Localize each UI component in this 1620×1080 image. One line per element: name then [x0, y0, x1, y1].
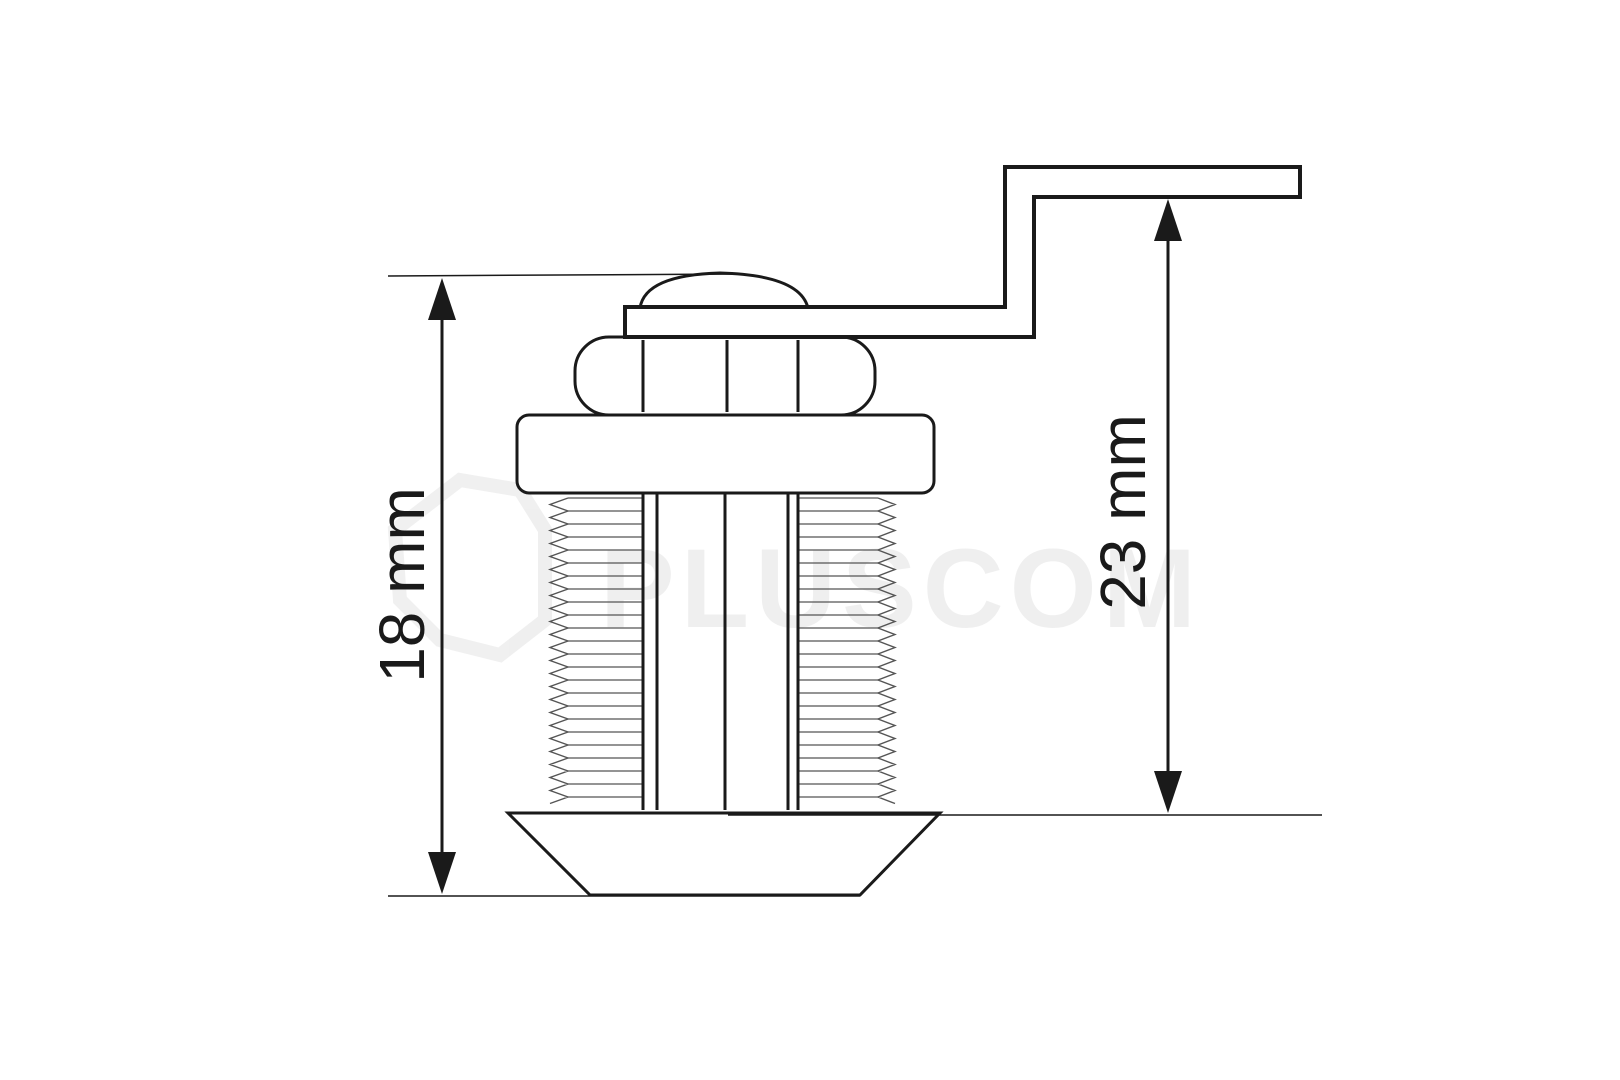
dome-cap: [638, 271, 810, 310]
dimension-label-left: 18 mm: [366, 487, 438, 683]
extension-line-top-left: [387, 273, 736, 277]
washer: [515, 413, 936, 495]
arrowhead-up-icon: [1154, 199, 1182, 241]
extension-lines: [387, 273, 1322, 897]
dimension-left: 18 mm: [366, 278, 456, 894]
dimension-right: 23 mm: [1087, 199, 1182, 813]
thread-teeth-right: [876, 497, 897, 805]
watermark-text: PLUSCOM: [600, 526, 1202, 651]
arrowhead-down-icon: [1154, 771, 1182, 813]
dimension-label-right: 23 mm: [1087, 414, 1159, 610]
arrowhead-up-icon: [428, 278, 456, 320]
threaded-shaft: [547, 497, 897, 805]
bezel-flange: [504, 811, 944, 897]
watermark: PLUSCOM: [387, 472, 1202, 663]
lock-body: [504, 271, 944, 897]
thread-teeth-left: [547, 497, 571, 805]
watermark-logo-icon: [387, 472, 552, 663]
hex-nut: [573, 335, 877, 417]
arrowhead-down-icon: [428, 852, 456, 894]
cam-arm: [623, 165, 1302, 339]
